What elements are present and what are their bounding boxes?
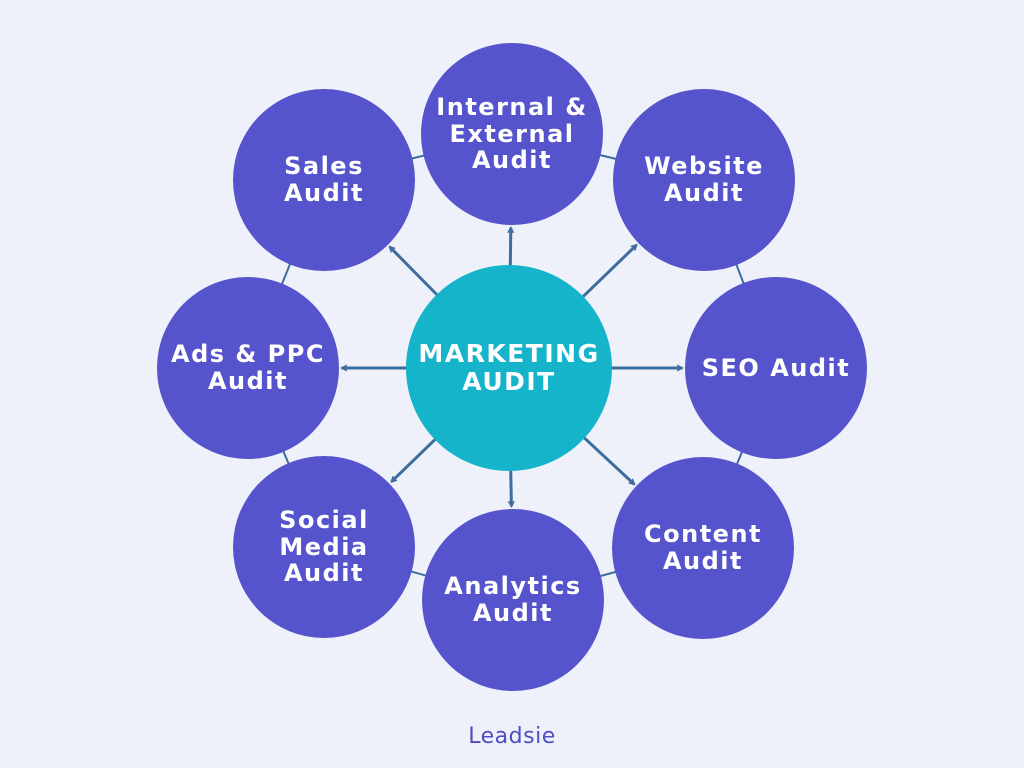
node-label: Website Audit (644, 152, 764, 207)
center-node-marketing-audit: MARKETING AUDIT (406, 265, 612, 471)
node-label: Analytics Audit (444, 572, 582, 627)
node-website-audit: Website Audit (613, 89, 795, 271)
node-internal-external-audit: Internal & External Audit (421, 43, 603, 225)
node-analytics-audit: Analytics Audit (422, 509, 604, 691)
arrow-to-content (581, 435, 634, 484)
arrow-to-sales (390, 247, 440, 298)
node-social-media-audit: Social Media Audit (233, 456, 415, 638)
node-label: Internal & External Audit (436, 92, 588, 175)
arrow-to-internal-external (510, 228, 511, 268)
node-sales-audit: Sales Audit (233, 89, 415, 271)
leadsie-logo: Leadsie (468, 724, 556, 749)
node-label: Ads & PPC Audit (171, 340, 325, 395)
arrow-to-analytics (511, 468, 512, 506)
arrow-to-website (580, 245, 637, 299)
center-node-label: MARKETING AUDIT (418, 339, 600, 396)
arrow-to-social-media (392, 437, 438, 481)
node-ads-ppc-audit: Ads & PPC Audit (157, 277, 339, 459)
node-seo-audit: SEO Audit (685, 277, 867, 459)
node-label: Social Media Audit (279, 505, 369, 588)
node-label: Sales Audit (283, 152, 365, 207)
spoke-arrows (342, 228, 682, 506)
node-label: Content Audit (644, 520, 762, 575)
node-label: SEO Audit (701, 353, 851, 382)
node-content-audit: Content Audit (612, 457, 794, 639)
